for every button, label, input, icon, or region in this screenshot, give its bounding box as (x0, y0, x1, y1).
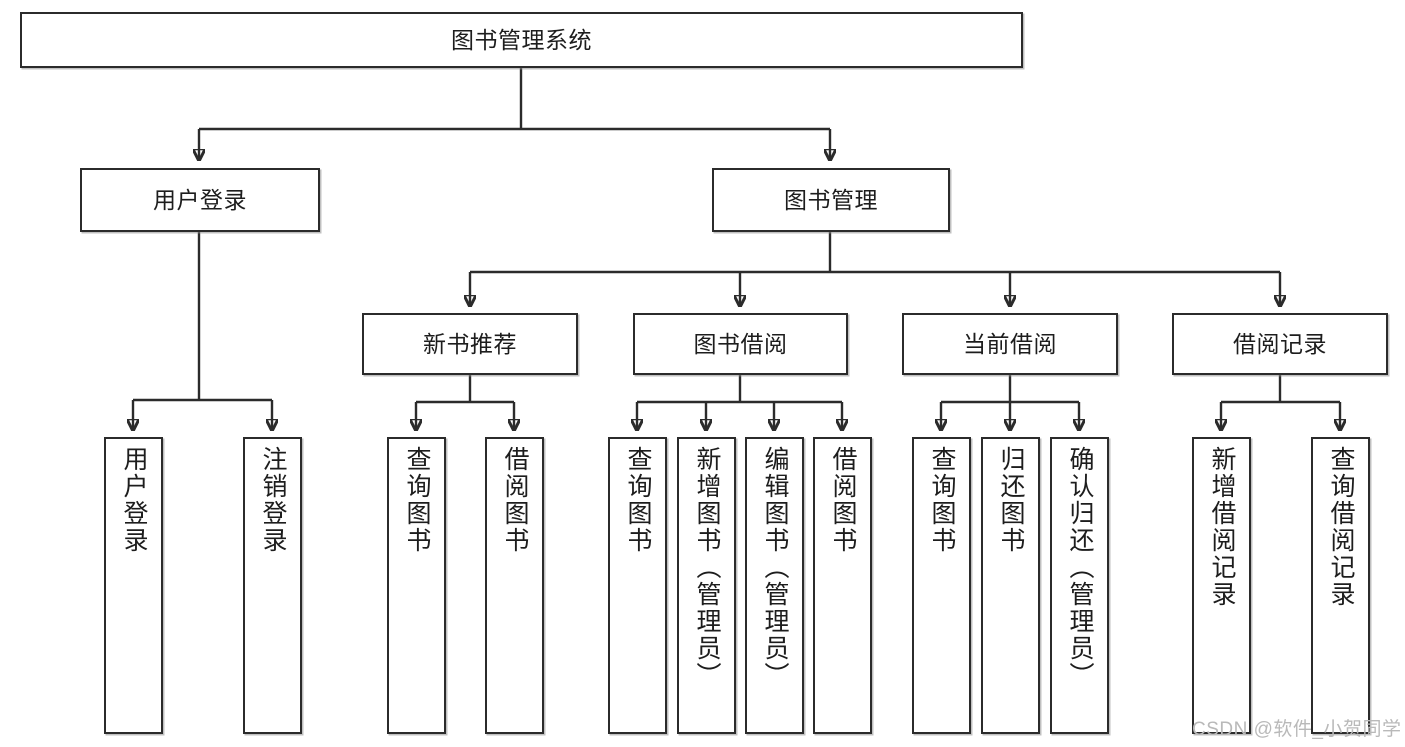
leaf-recommend-query-book[interactable]: 查询图书 (387, 437, 446, 734)
leaf-recommend-borrow-book[interactable]: 借阅图书 (485, 437, 544, 734)
node-label: 借阅图书 (829, 446, 857, 554)
node-label: 新书推荐 (423, 330, 517, 357)
leaf-record-add-record[interactable]: 新增借阅记录 (1192, 437, 1251, 734)
node-label: 查询借阅记录 (1327, 446, 1355, 608)
node-label: 新增图书（管理员） (693, 446, 721, 689)
node-label: 图书借阅 (693, 330, 788, 357)
leaf-borrow-edit-book-admin[interactable]: 编辑图书（管理员） (745, 437, 804, 734)
node-current-borrow[interactable]: 当前借阅 (902, 313, 1118, 375)
node-label: 新增借阅记录 (1208, 446, 1236, 608)
leaf-user-login-logout[interactable]: 注销登录 (243, 437, 302, 734)
node-label: 图书管理 (784, 186, 878, 213)
node-label: 编辑图书（管理员） (761, 446, 789, 689)
node-label: 查询图书 (624, 446, 652, 554)
node-label: 查询图书 (928, 446, 956, 554)
leaf-borrow-query-book[interactable]: 查询图书 (608, 437, 667, 734)
node-label: 注销登录 (259, 446, 287, 554)
node-borrow-record[interactable]: 借阅记录 (1172, 313, 1388, 375)
leaf-current-confirm-return-admin[interactable]: 确认归还（管理员） (1050, 437, 1109, 734)
leaf-borrow-borrow-book[interactable]: 借阅图书 (813, 437, 872, 734)
node-label: 用户登录 (120, 446, 148, 554)
node-label: 借阅记录 (1233, 330, 1327, 357)
leaf-current-query-book[interactable]: 查询图书 (912, 437, 971, 734)
node-new-book-recommend[interactable]: 新书推荐 (362, 313, 578, 375)
node-label: 用户登录 (153, 186, 247, 213)
node-label: 图书管理系统 (451, 26, 592, 53)
leaf-user-login-login[interactable]: 用户登录 (104, 437, 163, 734)
node-book-borrow[interactable]: 图书借阅 (633, 313, 848, 375)
node-user-login[interactable]: 用户登录 (80, 168, 320, 232)
node-label: 归还图书 (997, 446, 1025, 554)
node-label: 查询图书 (403, 446, 431, 554)
leaf-current-return-book[interactable]: 归还图书 (981, 437, 1040, 734)
node-label: 确认归还（管理员） (1066, 446, 1094, 689)
leaf-borrow-add-book-admin[interactable]: 新增图书（管理员） (677, 437, 736, 734)
node-label: 借阅图书 (501, 446, 529, 554)
watermark-text: CSDN @软件_小贺同学 (1192, 719, 1402, 740)
node-label: 当前借阅 (963, 330, 1057, 357)
node-book-management[interactable]: 图书管理 (712, 168, 950, 232)
leaf-record-query-record[interactable]: 查询借阅记录 (1311, 437, 1370, 734)
node-root-system[interactable]: 图书管理系统 (20, 12, 1023, 68)
